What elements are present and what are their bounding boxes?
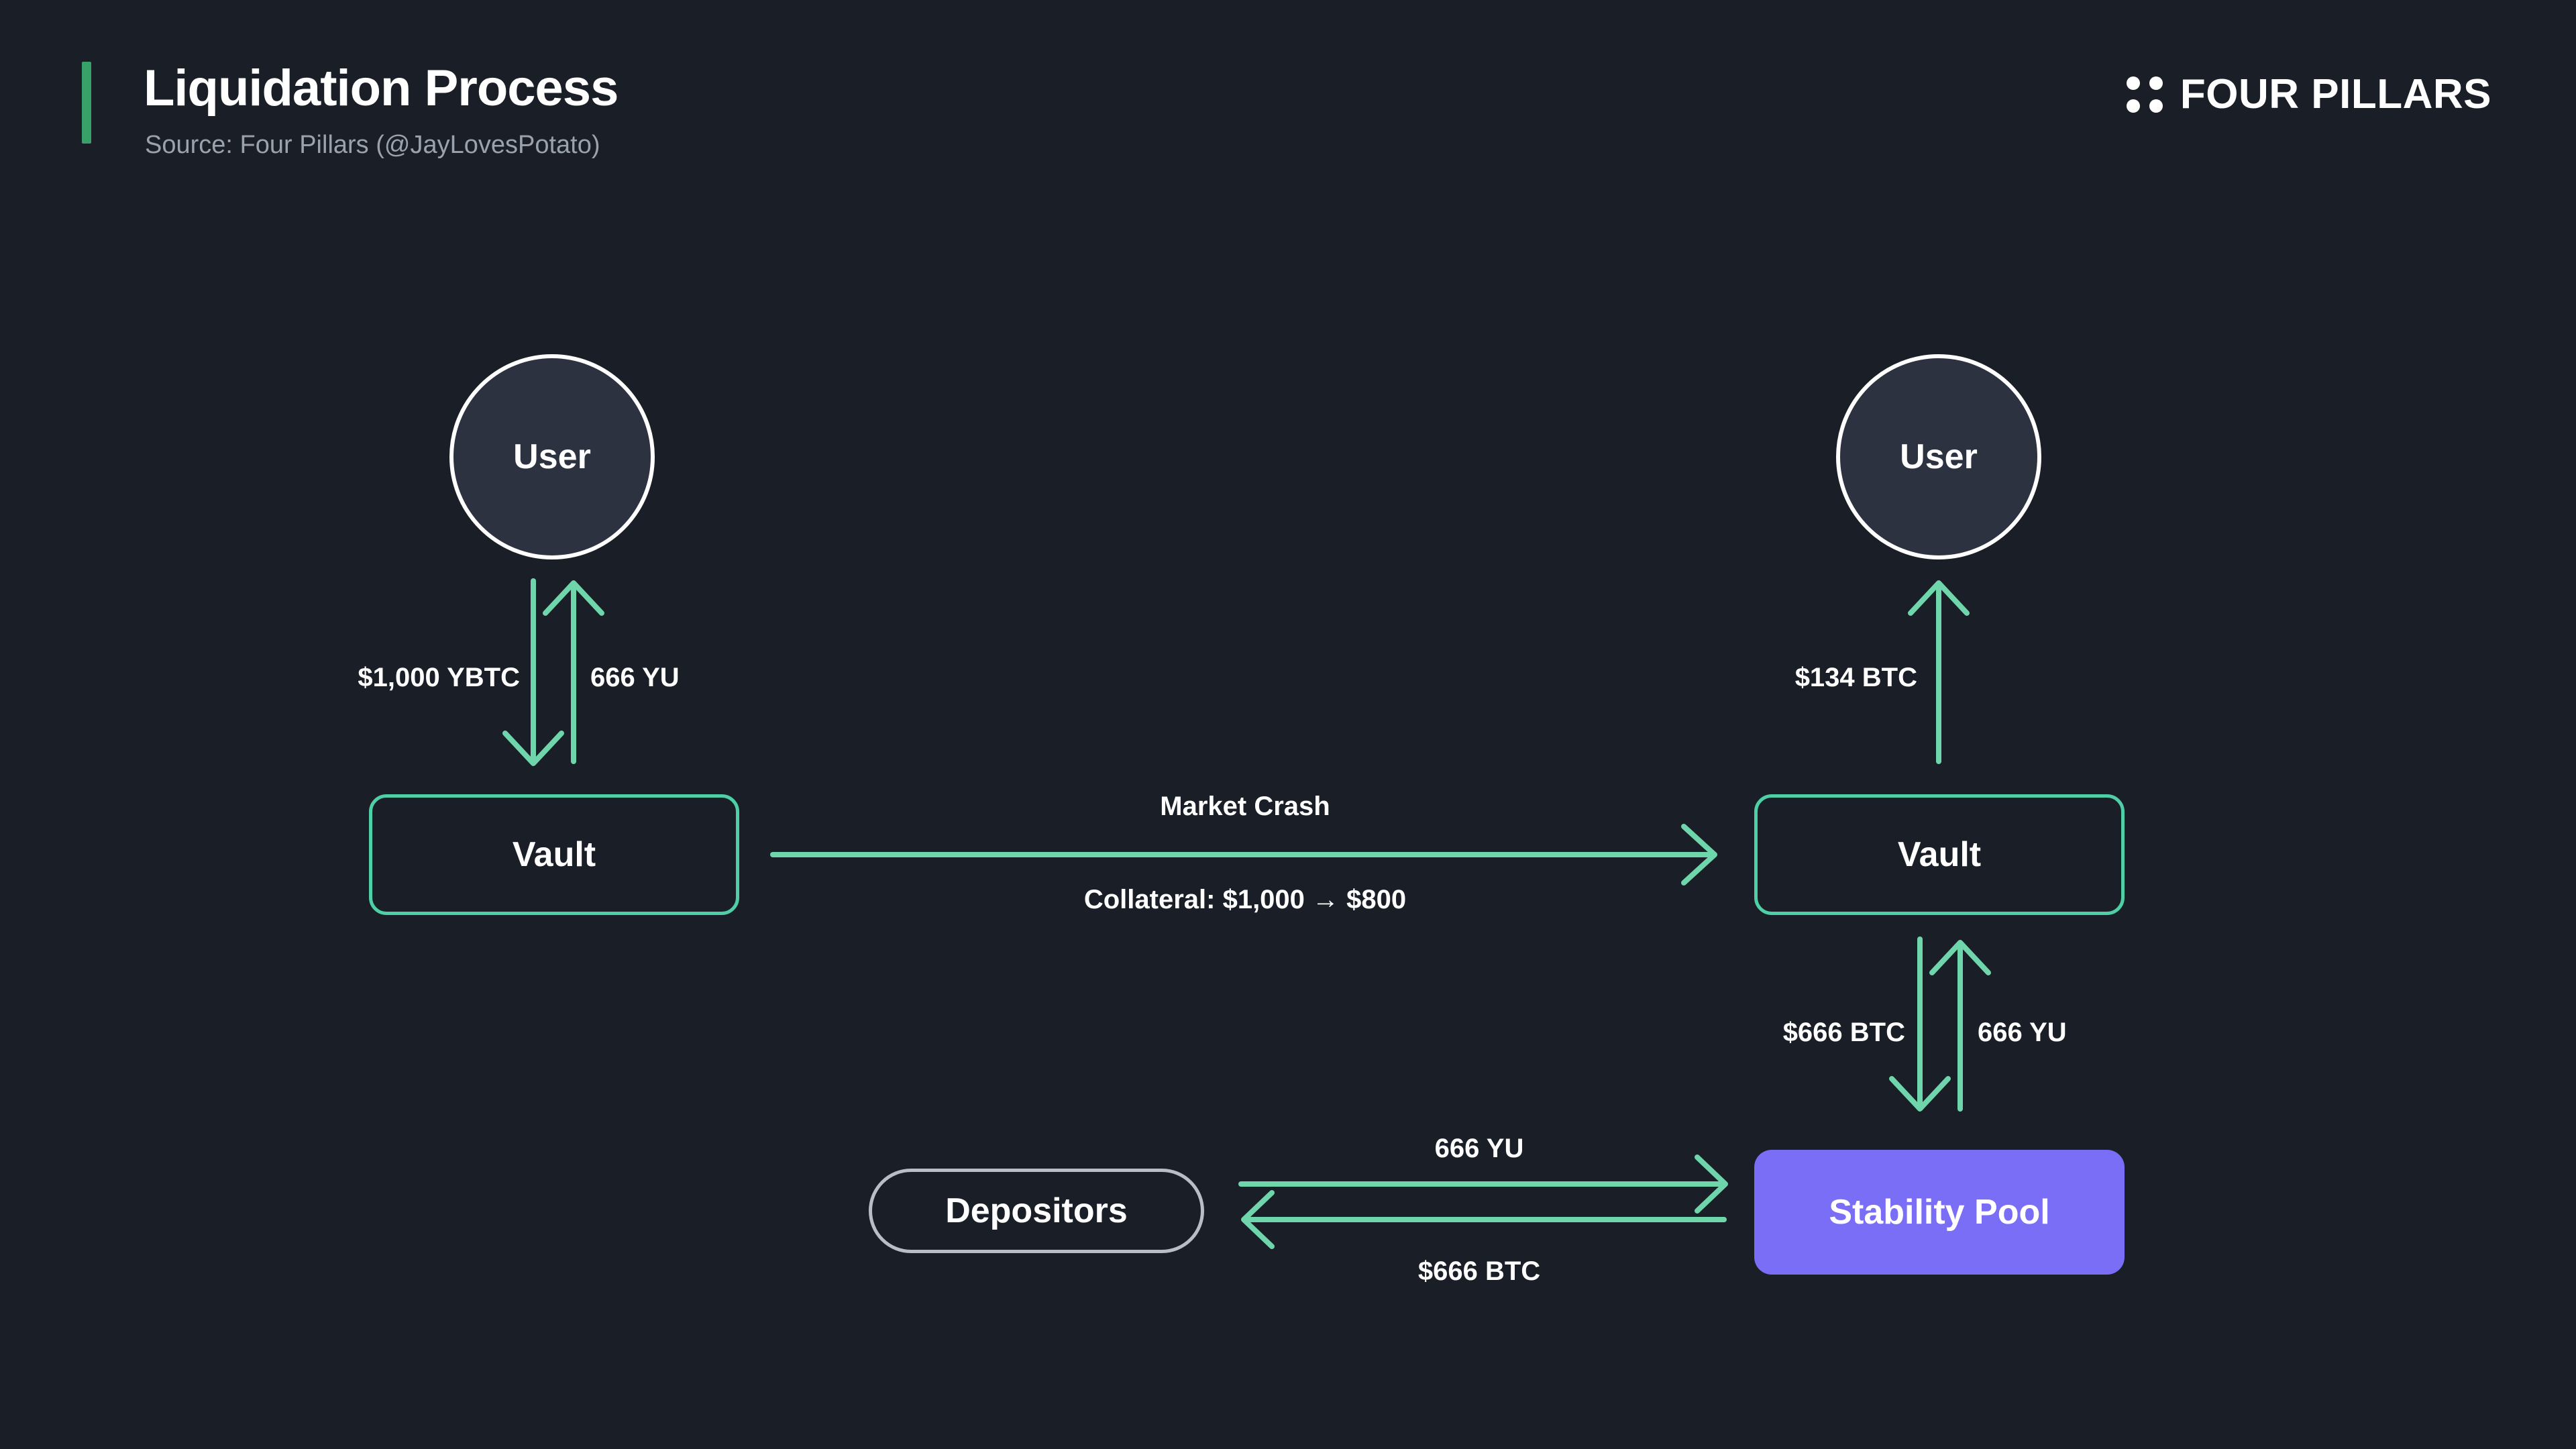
brand-name: FOUR PILLARS <box>2180 71 2491 117</box>
node-user-right-label: User <box>1900 437 1978 476</box>
node-stability-pool-label: Stability Pool <box>1829 1193 2050 1232</box>
edge-label-depositors-to-pool: 666 YU <box>1434 1134 1524 1163</box>
node-user-right[interactable]: User <box>1836 354 2041 559</box>
node-vault-right[interactable]: Vault <box>1754 794 2125 915</box>
page-source: Source: Four Pillars (@JayLovesPotato) <box>145 131 600 159</box>
title-accent-bar <box>82 62 91 144</box>
edge-label-user-to-vault-left: $1,000 YBTC <box>358 663 520 692</box>
edge-label-market-crash: Market Crash <box>1160 792 1330 821</box>
node-user-left-label: User <box>513 437 591 476</box>
edge-label-pool-to-vault: 666 YU <box>1978 1018 2067 1047</box>
brand-logo: FOUR PILLARS <box>2126 70 2491 118</box>
node-depositors-label: Depositors <box>945 1191 1128 1230</box>
node-depositors[interactable]: Depositors <box>869 1169 1204 1253</box>
four-dots-icon <box>2126 76 2163 113</box>
edge-label-vault-to-user-left: 666 YU <box>590 663 680 692</box>
node-vault-left[interactable]: Vault <box>369 794 739 915</box>
arrow-market-crash <box>770 824 1717 885</box>
node-user-left[interactable]: User <box>449 354 655 559</box>
edge-label-pool-to-depositors: $666 BTC <box>1417 1256 1541 1286</box>
node-stability-pool[interactable]: Stability Pool <box>1754 1150 2125 1275</box>
page-title: Liquidation Process <box>144 60 619 117</box>
edge-label-collateral-change: Collateral: $1,000 → $800 <box>1083 885 1407 914</box>
arrow-pool-to-depositors <box>1241 1190 1727 1249</box>
edge-label-vault-to-user-right: $134 BTC <box>1794 663 1917 692</box>
node-vault-right-label: Vault <box>1897 835 1982 874</box>
arrow-vault-to-user-right <box>1908 580 1970 764</box>
edge-label-vault-to-pool: $666 BTC <box>1782 1018 1905 1047</box>
node-vault-left-label: Vault <box>512 835 596 874</box>
arrow-depositors-to-pool <box>1238 1155 1728 1214</box>
